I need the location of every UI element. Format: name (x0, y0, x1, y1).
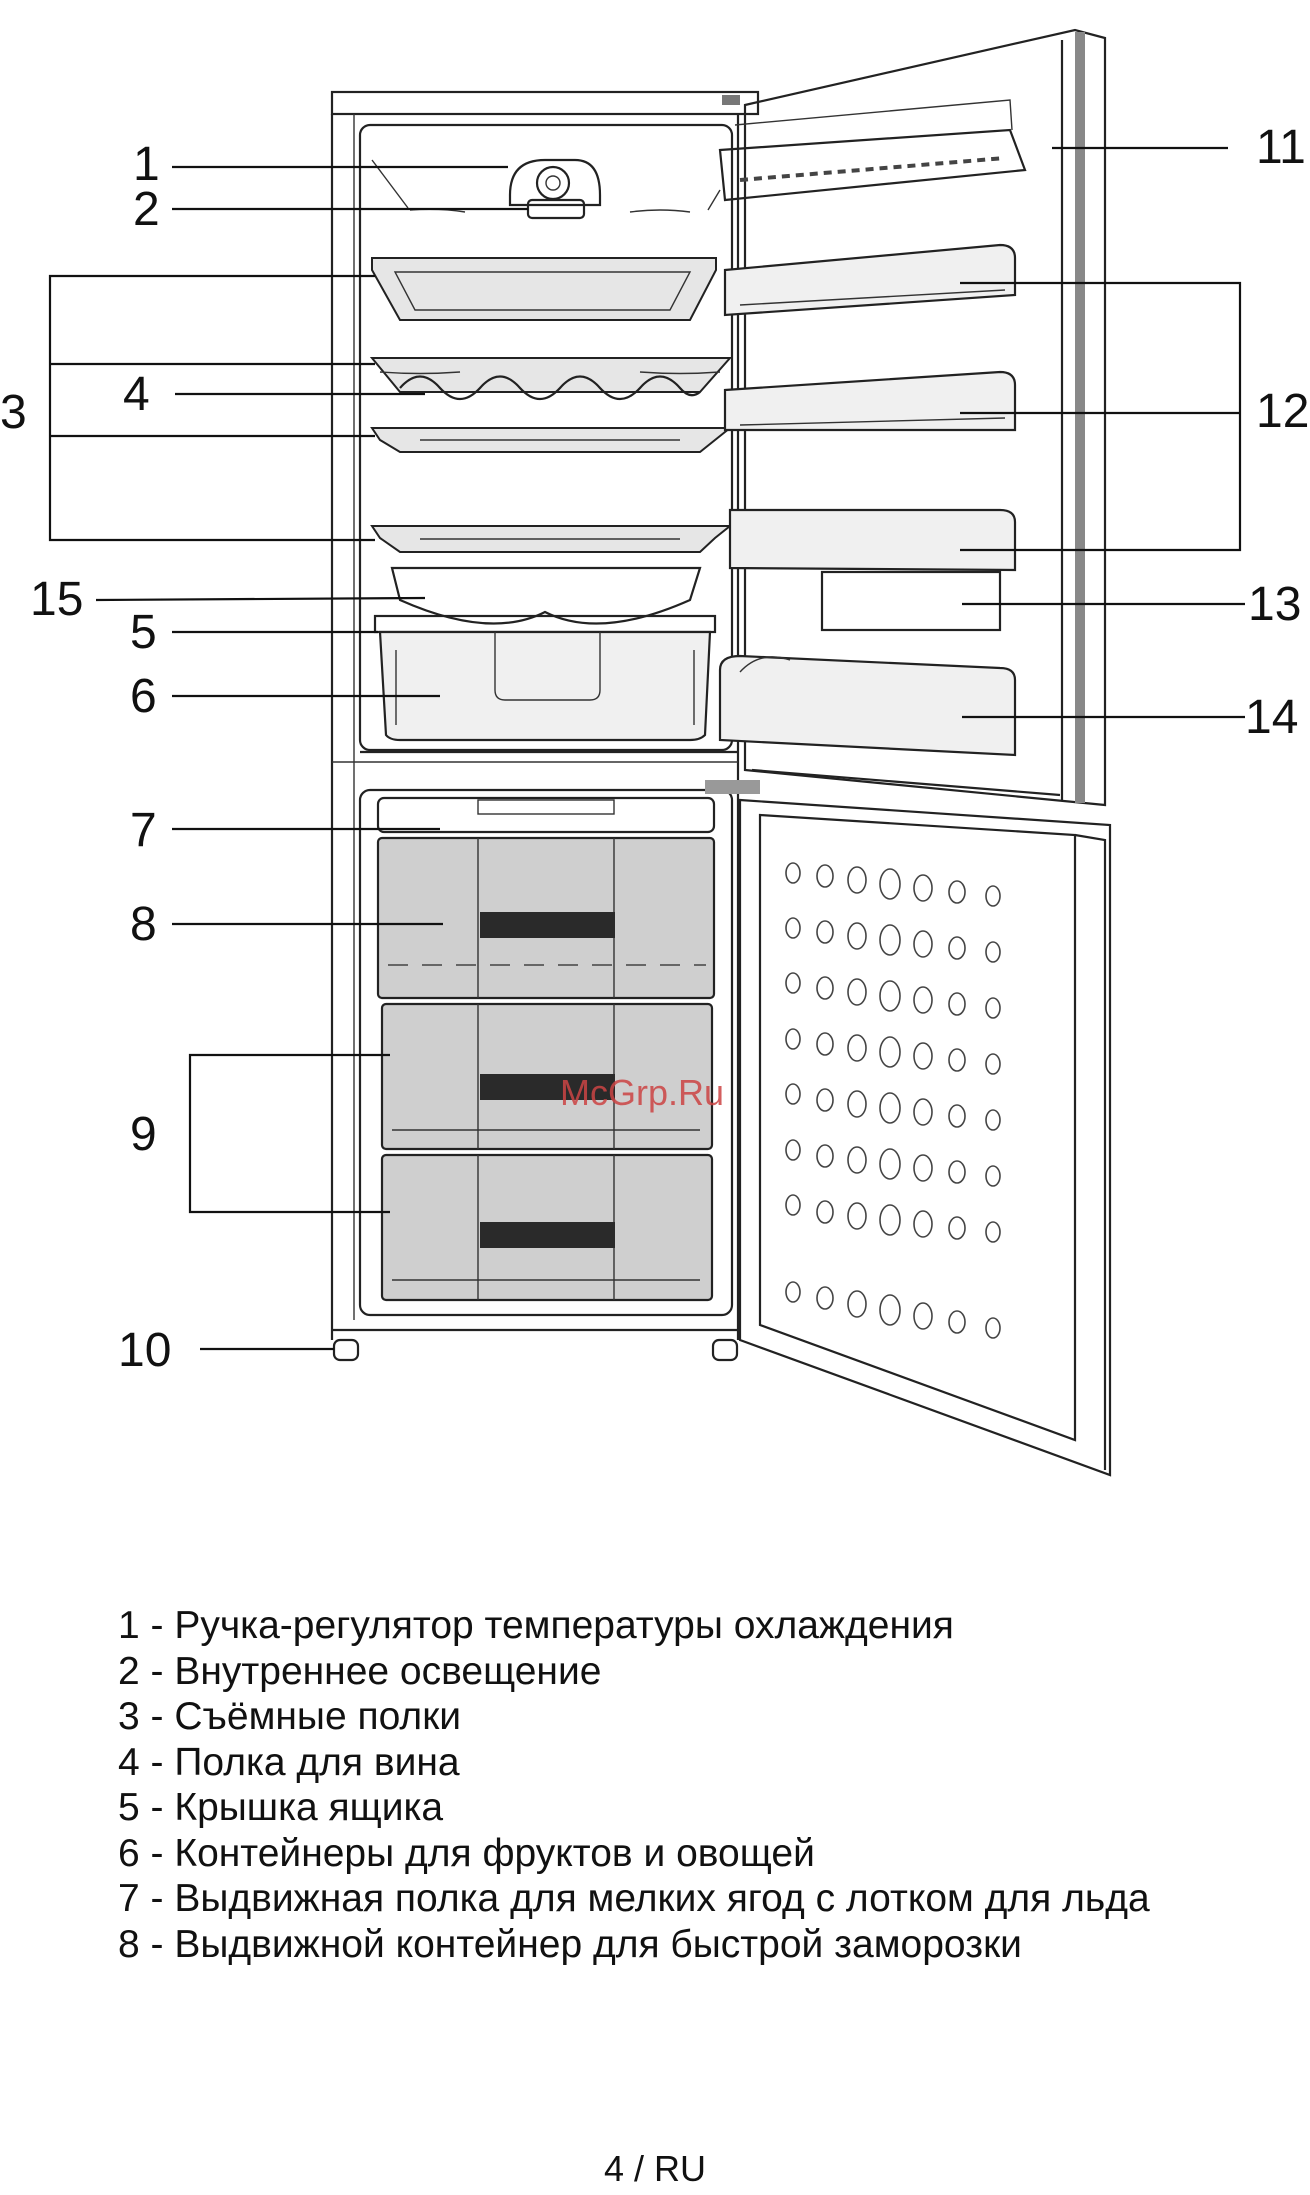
door-bin-3 (728, 508, 1017, 572)
refrigerator-diagram: 1 2 3 4 15 5 6 7 8 9 10 11 12 13 14 (0, 28, 1309, 1477)
shelf-bottom (370, 525, 733, 553)
interior-light (526, 198, 586, 220)
thermostat-knob (508, 158, 602, 207)
callout-3: 3 (0, 386, 27, 439)
watermark: McGrp.Ru (560, 1072, 725, 1113)
callout-8: 8 (130, 898, 157, 951)
callout-numbers: 1 2 3 4 15 5 6 7 8 9 10 11 12 13 14 (0, 121, 1309, 1377)
crisper-lid (373, 614, 717, 634)
shelf-top (371, 257, 717, 321)
callout-2: 2 (133, 183, 160, 236)
freezer-shelf (376, 796, 716, 834)
legend-item: 3 - Съёмные полки (118, 1695, 462, 1738)
callout-14: 14 (1245, 691, 1298, 744)
freezer-door (738, 798, 1112, 1477)
page-number: 4 / RU (603, 2148, 707, 2189)
legend-item: 5 - Крышка ящика (118, 1786, 444, 1829)
wine-rack (369, 357, 733, 401)
freezer-door-dimples (785, 862, 1001, 1339)
callout-6: 6 (130, 670, 157, 723)
callout-5: 5 (130, 606, 157, 659)
door-bin-1 (723, 243, 1017, 317)
legend-item: 1 - Ручка-регулятор температуры охлажден… (118, 1604, 954, 1647)
legend-item: 6 - Контейнеры для фруктов и овощей (118, 1831, 815, 1875)
callout-15: 15 (30, 573, 83, 626)
adjustable-feet (332, 1338, 739, 1362)
callout-1: 1 (133, 138, 160, 191)
legend-item: 8 - Выдвижной контейнер для быстрой замо… (118, 1922, 1022, 1966)
callout-9: 9 (130, 1108, 157, 1161)
freezer-drawer-3 (380, 1153, 714, 1302)
freezer-drawer-2 (380, 1002, 714, 1151)
legend-list: 1 - Ручка-регулятор температуры охлажден… (118, 1603, 1150, 1967)
legend-item: 2 - Внутреннее освещение (118, 1649, 602, 1693)
freezer-drawer-1 (376, 836, 716, 1000)
callout-4: 4 (123, 368, 150, 421)
callout-13: 13 (1248, 578, 1301, 631)
shelf-middle (370, 427, 733, 453)
vegetable-container (378, 630, 712, 742)
legend-item: 4 - Полка для вина (118, 1740, 460, 1784)
callout-12: 12 (1256, 385, 1309, 438)
leader-lines (48, 146, 1245, 1351)
callout-10: 10 (118, 1324, 171, 1377)
door-shelf-top (718, 99, 1027, 202)
callout-7: 7 (130, 804, 157, 857)
legend-item: 7 - Выдвижная полка для мелких ягод с ло… (118, 1877, 1150, 1920)
callout-11: 11 (1256, 121, 1306, 174)
bottle-shelf (718, 654, 1017, 757)
door-bin-2 (723, 370, 1017, 432)
egg-tray (820, 570, 1002, 632)
